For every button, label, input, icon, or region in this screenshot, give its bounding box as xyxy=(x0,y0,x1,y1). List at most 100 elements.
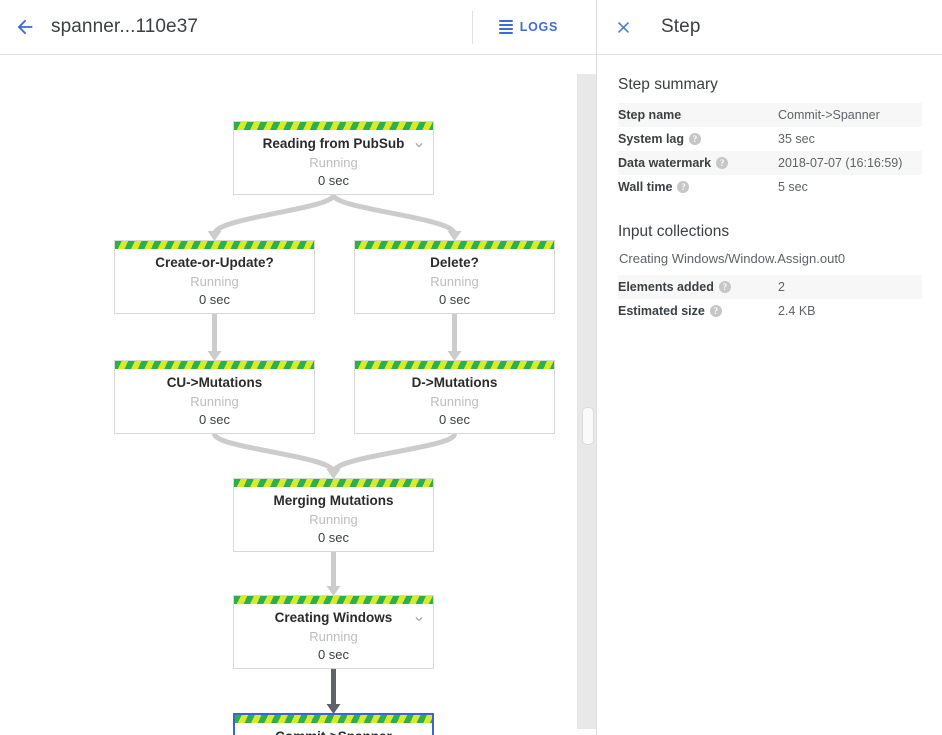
row-label: Data watermark? xyxy=(618,151,778,175)
node-status-stripe xyxy=(355,241,554,249)
row-value: 2.4 KB xyxy=(778,304,816,318)
graph-node-commit-spanner[interactable]: Commit->SpannerPart running5 sec xyxy=(233,713,434,735)
graph-edges xyxy=(207,192,462,714)
graph-node-create-or-update[interactable]: Create-or-Update? Running 0 sec xyxy=(114,240,315,314)
node-status-stripe xyxy=(234,596,433,604)
node-status: Running xyxy=(309,155,358,170)
graph-edge-arrowhead xyxy=(207,351,222,361)
node-name: Delete? xyxy=(430,255,479,270)
step-panel-header: Step xyxy=(597,0,942,55)
row-label: Wall time? xyxy=(618,175,778,199)
graph-edge xyxy=(331,431,457,475)
row-label: Step name xyxy=(618,108,682,122)
graph-node-delete[interactable]: Delete? Running 0 sec xyxy=(354,240,555,314)
node-status-stripe xyxy=(234,479,433,487)
graph-edge-arrowhead xyxy=(326,469,341,479)
node-status: Running xyxy=(309,629,358,644)
node-name: Merging Mutations xyxy=(273,493,394,508)
row-value: 5 sec xyxy=(778,180,808,194)
node-time: 0 sec xyxy=(317,647,350,662)
node-status: Running xyxy=(309,512,358,527)
node-status-stripe xyxy=(115,361,314,369)
graph-scrollbar-thumb[interactable] xyxy=(582,407,594,445)
help-icon[interactable]: ? xyxy=(709,305,722,317)
row-value: Commit->Spanner xyxy=(778,108,880,122)
step-details-panel: Step Step summary Step name Commit->Spann… xyxy=(597,0,942,735)
node-time: 0 sec xyxy=(438,292,471,307)
help-icon[interactable]: ? xyxy=(716,157,729,169)
step-summary-heading: Step summary xyxy=(618,76,718,93)
step-summary-row: System lag?35 sec xyxy=(618,127,922,151)
graph-edge-arrowhead xyxy=(326,586,341,596)
logs-button[interactable]: LOGS xyxy=(489,14,568,40)
node-status: Running xyxy=(190,274,239,289)
graph-edge xyxy=(212,431,336,475)
graph-edge-arrowhead xyxy=(447,231,462,241)
close-icon[interactable] xyxy=(611,15,635,39)
node-name: D->Mutations xyxy=(411,375,498,390)
step-summary-row: Wall time?5 sec xyxy=(618,175,922,199)
chevron-down-icon[interactable] xyxy=(411,731,425,735)
graph-vertical-scrollbar[interactable] xyxy=(577,74,596,729)
node-status: Running xyxy=(190,394,239,409)
job-topbar: spanner...110e37 LOGS xyxy=(0,0,596,55)
job-graph-pane: spanner...110e37 LOGS Reading from PubSu… xyxy=(0,0,597,735)
row-value: 35 sec xyxy=(778,132,815,146)
step-summary-row: Step name Commit->Spanner xyxy=(618,103,922,127)
graph-edge xyxy=(331,192,457,237)
row-label: Estimated size? xyxy=(618,299,778,323)
topbar-actions: LOGS xyxy=(471,0,596,54)
toolbar-divider xyxy=(471,10,473,44)
help-icon[interactable]: ? xyxy=(718,281,731,293)
input-collection-row: Estimated size?2.4 KB xyxy=(618,299,922,323)
node-name: Commit->Spanner xyxy=(275,727,392,735)
node-name: Reading from PubSub xyxy=(262,136,405,151)
step-summary-row: Data watermark?2018-07-07 (16:16:59) xyxy=(618,151,922,175)
node-status: Running xyxy=(430,274,479,289)
graph-edge-arrowhead xyxy=(326,704,341,714)
row-value: 2 xyxy=(778,280,785,294)
node-time: 0 sec xyxy=(438,412,471,427)
node-status-stripe xyxy=(355,361,554,369)
node-time: 0 sec xyxy=(198,292,231,307)
node-name: Create-or-Update? xyxy=(155,255,274,270)
node-name: CU->Mutations xyxy=(166,375,263,390)
row-label: System lag? xyxy=(618,127,778,151)
node-time: 0 sec xyxy=(317,530,350,545)
input-collection-name: Creating Windows/Window.Assign.out0 xyxy=(619,251,846,266)
help-icon[interactable]: ? xyxy=(689,133,702,145)
row-value: 2018-07-07 (16:16:59) xyxy=(778,156,903,170)
graph-edge xyxy=(212,192,336,237)
input-collections-heading: Input collections xyxy=(618,223,730,240)
node-body: Create-or-Update? Running 0 sec xyxy=(115,249,314,315)
node-status-stripe xyxy=(115,241,314,249)
page-title: spanner...110e37 xyxy=(51,16,199,37)
node-status-stripe xyxy=(235,715,432,723)
row-label: Elements added? xyxy=(618,275,778,299)
node-status-stripe xyxy=(234,122,433,130)
chevron-down-icon[interactable] xyxy=(412,612,426,626)
back-icon[interactable] xyxy=(13,15,37,39)
step-panel-title: Step xyxy=(661,16,701,37)
help-icon[interactable]: ? xyxy=(677,181,690,193)
graph-edge-arrowhead xyxy=(207,231,222,241)
node-body: Commit->SpannerPart running5 sec xyxy=(235,723,432,735)
chevron-down-icon[interactable] xyxy=(412,138,426,152)
node-time: 0 sec xyxy=(317,173,350,188)
input-collection-row: Elements added?2 xyxy=(618,275,922,299)
